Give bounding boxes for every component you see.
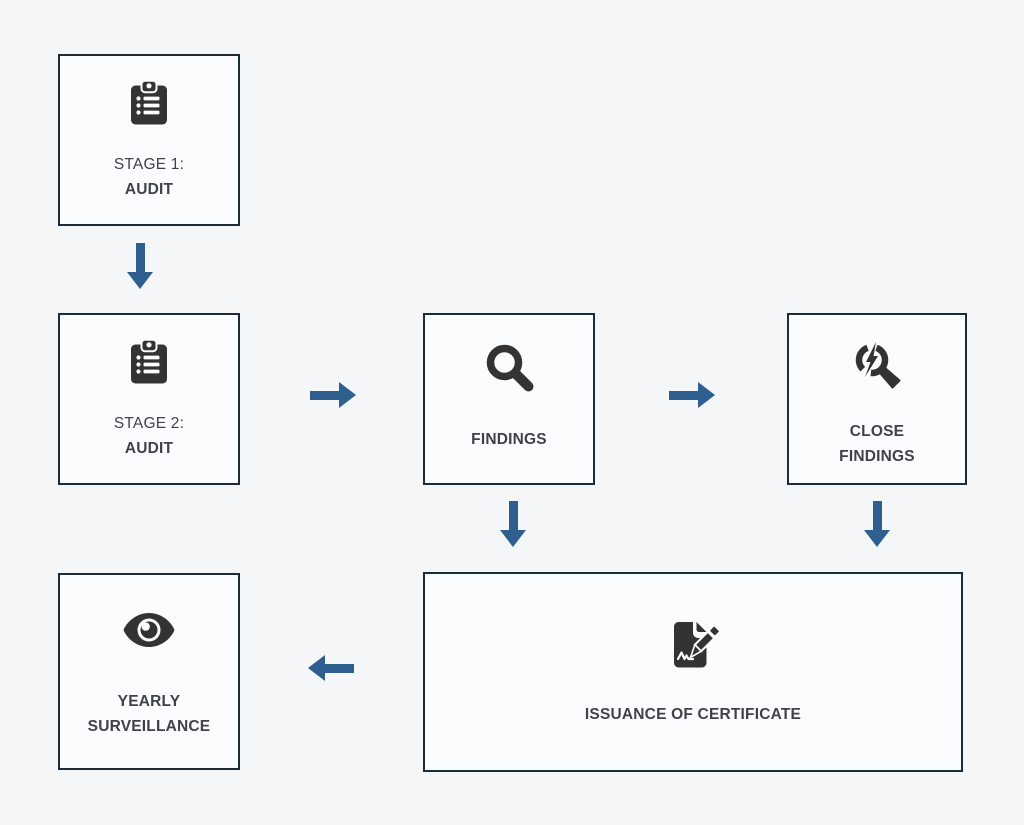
node-label-line2: AUDIT [124, 440, 174, 457]
node-label: ISSUANCE OF CERTIFICATE [585, 702, 801, 727]
node-label-line1: ISSUANCE OF CERTIFICATE [584, 706, 802, 723]
node-label: STAGE 1: AUDIT [114, 152, 184, 202]
flow-arrow-close-findings-to-issuance-down [864, 501, 890, 547]
node-findings: FINDINGS [423, 313, 595, 485]
clipboard-list-icon [129, 79, 169, 126]
node-stage1-audit: STAGE 1: AUDIT [58, 54, 240, 226]
magnifier-icon [483, 341, 535, 393]
flow-arrow-stage2-to-findings-right [310, 382, 356, 408]
node-label-line1: STAGE 2: [113, 415, 185, 432]
magnifier-bolt-icon [852, 341, 902, 391]
flow-arrow-issuance-to-yearly-left [308, 655, 354, 681]
node-label-line1: STAGE 1: [113, 156, 185, 173]
node-label-line2: FINDINGS [839, 448, 915, 465]
node-label: CLOSE FINDINGS [839, 419, 915, 469]
node-label-line2: SURVEILLANCE [87, 718, 211, 735]
node-yearly-surveillance: YEARLY SURVEILLANCE [58, 573, 240, 770]
node-close-findings: CLOSE FINDINGS [787, 313, 967, 485]
flow-arrow-findings-to-close-findings-right [669, 382, 715, 408]
node-label-line1: YEARLY [117, 693, 181, 710]
node-stage2-audit: STAGE 2: AUDIT [58, 313, 240, 485]
flow-arrow-stage1-to-stage2-down [127, 243, 153, 289]
file-signature-icon [666, 618, 721, 672]
node-label-line2: AUDIT [124, 181, 174, 198]
node-label: FINDINGS [471, 427, 547, 452]
node-label-line1: FINDINGS [471, 431, 547, 448]
node-label: YEARLY SURVEILLANCE [88, 689, 211, 739]
flow-arrow-findings-to-issuance-down [500, 501, 526, 547]
node-label: STAGE 2: AUDIT [114, 411, 184, 461]
eye-icon [122, 611, 176, 649]
node-label-line1: CLOSE [849, 423, 905, 440]
node-issuance-of-certificate: ISSUANCE OF CERTIFICATE [423, 572, 963, 772]
clipboard-list-icon [129, 338, 169, 385]
